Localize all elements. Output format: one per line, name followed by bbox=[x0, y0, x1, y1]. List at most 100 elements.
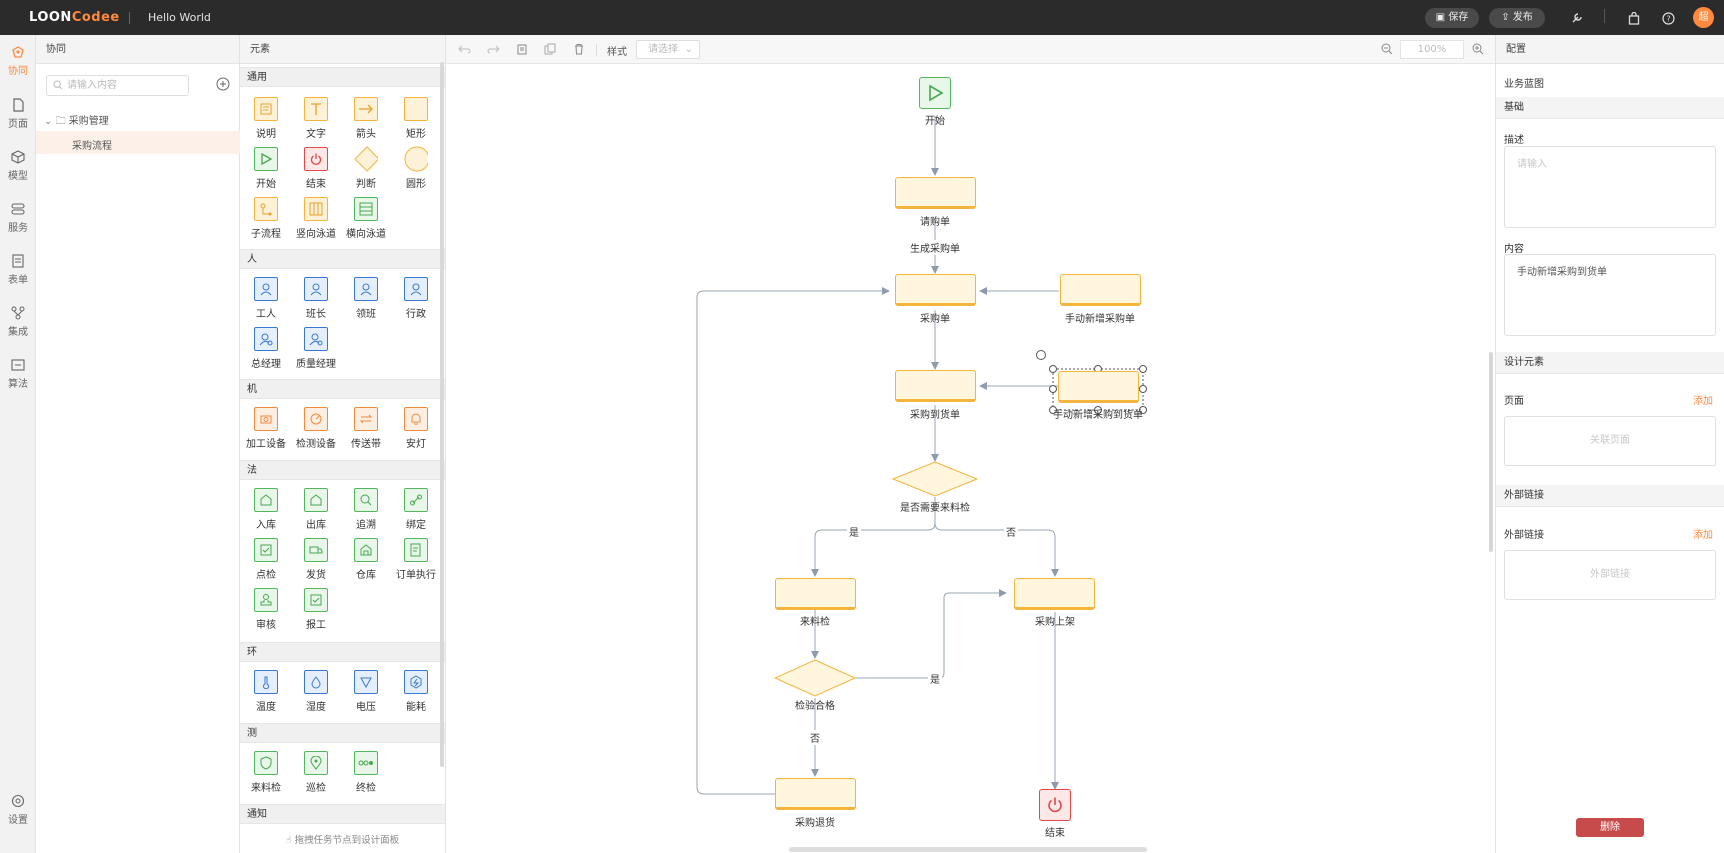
content-textarea[interactable]: 手动新增采购到货单 bbox=[1504, 254, 1716, 336]
decision-pass-shape bbox=[773, 659, 857, 697]
zoom-level[interactable]: 100% bbox=[1400, 40, 1464, 59]
avatar[interactable]: 超 bbox=[1693, 7, 1714, 28]
publish-button[interactable]: ⇪ 发布 bbox=[1489, 8, 1545, 28]
node-arrival[interactable] bbox=[895, 370, 976, 402]
palette-item-note[interactable]: 说明 bbox=[240, 97, 292, 140]
palette-item-final-inspection[interactable]: 终检 bbox=[340, 751, 392, 794]
palette-item-start[interactable]: 开始 bbox=[240, 147, 292, 190]
node-return[interactable] bbox=[775, 778, 856, 810]
palette-item-arrow[interactable]: 箭头 bbox=[340, 97, 392, 140]
nav-item-page[interactable]: 页面 bbox=[0, 97, 36, 130]
design-canvas[interactable]: 开始 请购单 生成采购单 采购单 手动新增采购单 采购到货单 手动新增采购到货单… bbox=[446, 64, 1495, 853]
palette-item-general-manager[interactable]: 总经理 bbox=[240, 327, 292, 370]
copy-icon[interactable] bbox=[543, 42, 557, 56]
palette-item-incoming-inspection[interactable]: 来料检 bbox=[240, 751, 292, 794]
wrench-icon[interactable] bbox=[1568, 10, 1584, 26]
palette-item-test-device[interactable]: 检测设备 bbox=[290, 407, 342, 450]
palette-item-admin[interactable]: 行政 bbox=[390, 277, 442, 320]
palette-item-energy[interactable]: 能耗 bbox=[390, 670, 442, 713]
location-icon bbox=[304, 751, 328, 775]
palette-item-horizontal-lane[interactable]: 横向泳道 bbox=[340, 197, 392, 240]
tree-item[interactable]: 采购流程 bbox=[72, 141, 112, 152]
page-icon bbox=[13, 98, 24, 112]
page-add-link[interactable]: 添加 bbox=[1693, 396, 1713, 407]
palette-item-order-exec[interactable]: 订单执行 bbox=[390, 538, 442, 581]
basic-section: 基础 bbox=[1496, 97, 1724, 119]
palette-item-spot-check[interactable]: 点检 bbox=[240, 538, 292, 581]
ext-link-add-link[interactable]: 添加 bbox=[1693, 530, 1713, 541]
palette-item-quality-manager[interactable]: 质量经理 bbox=[290, 327, 342, 370]
palette-item-trace[interactable]: 追溯 bbox=[340, 488, 392, 531]
algorithm-icon bbox=[11, 359, 25, 371]
palette-item-review[interactable]: 审核 bbox=[240, 588, 292, 631]
palette-item-bind[interactable]: 绑定 bbox=[390, 488, 442, 531]
node-purchase-order[interactable] bbox=[895, 274, 976, 306]
palette-item-conveyor[interactable]: 传送带 bbox=[340, 407, 392, 450]
node-request[interactable] bbox=[895, 177, 976, 209]
arrow-icon bbox=[354, 97, 378, 121]
redo-icon[interactable] bbox=[486, 42, 500, 56]
nav-item-integration[interactable]: 集成 bbox=[0, 305, 36, 338]
chevron-down-icon: ⌄ bbox=[44, 116, 53, 127]
left-nav: 协同 页面 模型 服务 表单 集成 算法 设置 bbox=[0, 35, 36, 853]
nav-item-model[interactable]: 模型 bbox=[0, 149, 36, 182]
palette-item-patrol-inspection[interactable]: 巡检 bbox=[290, 751, 342, 794]
palette-item-decision[interactable]: 判断 bbox=[340, 146, 392, 190]
nav-item-collab[interactable]: 协同 bbox=[0, 44, 36, 77]
palette-item-inbound[interactable]: 入库 bbox=[240, 488, 292, 531]
ext-link-placeholder[interactable]: 外部链接 bbox=[1504, 550, 1716, 600]
palette-item-team-leader[interactable]: 班长 bbox=[290, 277, 342, 320]
outbound-icon bbox=[304, 488, 328, 512]
style-select[interactable]: 请选择⌄ bbox=[636, 40, 700, 59]
palette-scrollbar[interactable] bbox=[440, 62, 444, 767]
palette-item-text[interactable]: 文字 bbox=[290, 97, 342, 140]
nav-item-algorithm[interactable]: 算法 bbox=[0, 357, 36, 390]
tree-item-selected[interactable] bbox=[36, 131, 240, 154]
palette-item-humidity[interactable]: 湿度 bbox=[290, 670, 342, 713]
tree-search-input[interactable]: 请输入内容 bbox=[46, 75, 189, 96]
save-button[interactable]: ▣ 保存 bbox=[1425, 8, 1479, 28]
canvas-vscrollbar[interactable] bbox=[1489, 352, 1493, 552]
canvas-hscrollbar[interactable] bbox=[789, 847, 1147, 852]
palette-item-report[interactable]: 报工 bbox=[290, 588, 342, 631]
delete-button[interactable]: 删除 bbox=[1576, 818, 1644, 837]
palette-item-voltage[interactable]: 电压 bbox=[340, 670, 392, 713]
page-placeholder[interactable]: 关联页面 bbox=[1504, 416, 1716, 466]
paste-icon[interactable] bbox=[515, 42, 529, 56]
help-icon[interactable]: ? bbox=[1660, 10, 1676, 26]
nav-item-form[interactable]: 表单 bbox=[0, 253, 36, 286]
palette-item-end[interactable]: 结束 bbox=[290, 147, 342, 190]
palette-item-ship[interactable]: 发货 bbox=[290, 538, 342, 581]
palette-item-foreman[interactable]: 领班 bbox=[340, 277, 392, 320]
palette-item-warehouse[interactable]: 仓库 bbox=[340, 538, 392, 581]
palette-item-subprocess[interactable]: 子流程 bbox=[240, 197, 292, 240]
node-manual-po[interactable] bbox=[1060, 274, 1141, 306]
palette-item-temperature[interactable]: 温度 bbox=[240, 670, 292, 713]
undo-icon[interactable] bbox=[457, 42, 471, 56]
palette-item-worker[interactable]: 工人 bbox=[240, 277, 292, 320]
palette-item-vertical-lane[interactable]: 竖向泳道 bbox=[290, 197, 342, 240]
tree-folder[interactable]: ⌄ 🗀 采购管理 bbox=[44, 116, 109, 127]
nav-item-service[interactable]: 服务 bbox=[0, 201, 36, 234]
palette-item-circle[interactable]: 圆形 bbox=[390, 146, 442, 190]
palette-section-notify: 通知 bbox=[240, 804, 445, 824]
node-manual-arrival[interactable] bbox=[1058, 371, 1139, 403]
palette-item-rectangle[interactable]: 矩形 bbox=[390, 97, 442, 140]
node-end[interactable] bbox=[1039, 789, 1071, 821]
palette-item-machining[interactable]: 加工设备 bbox=[240, 407, 292, 450]
subprocess-icon bbox=[254, 197, 278, 221]
desc-textarea[interactable]: 请输入 bbox=[1504, 146, 1716, 228]
palette-item-outbound[interactable]: 出库 bbox=[290, 488, 342, 531]
node-incoming-inspect[interactable] bbox=[775, 578, 856, 610]
bag-icon[interactable] bbox=[1626, 10, 1642, 26]
node-putaway[interactable] bbox=[1014, 578, 1095, 610]
voltage-icon bbox=[354, 670, 378, 694]
trash-icon[interactable] bbox=[572, 42, 586, 56]
zoom-out-icon[interactable] bbox=[1380, 42, 1394, 56]
nav-item-settings[interactable]: 设置 bbox=[0, 793, 36, 826]
node-start[interactable] bbox=[919, 77, 951, 109]
palette-item-andon[interactable]: 安灯 bbox=[390, 407, 442, 450]
add-circle-icon[interactable] bbox=[216, 77, 230, 91]
machine-icon bbox=[254, 407, 278, 431]
zoom-in-icon[interactable] bbox=[1471, 42, 1485, 56]
